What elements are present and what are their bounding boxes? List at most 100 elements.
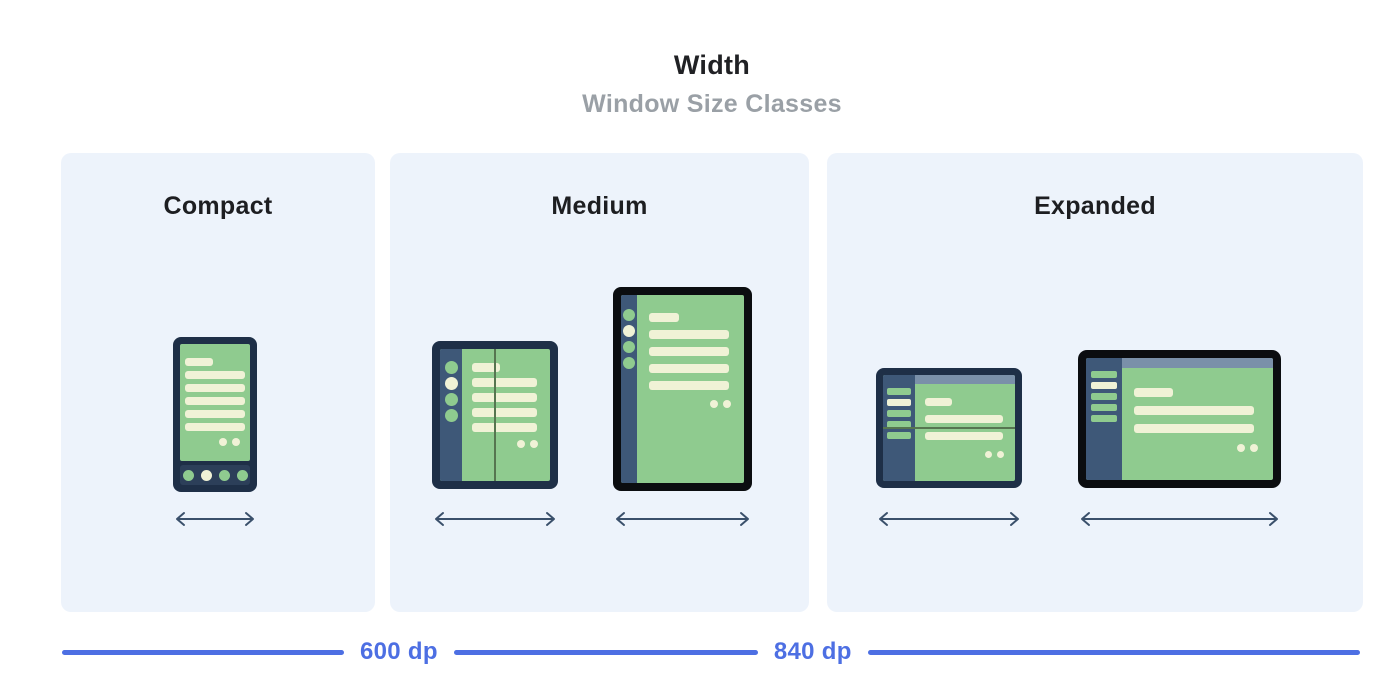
breakpoint-axis: 600 dp 840 dp bbox=[62, 638, 1360, 666]
nav-rail-item bbox=[623, 357, 635, 369]
app-topbar bbox=[915, 375, 1015, 384]
content-line bbox=[1134, 406, 1254, 415]
nav-rail bbox=[1086, 358, 1122, 480]
device-main bbox=[637, 295, 744, 483]
nav-rail-item bbox=[1091, 382, 1117, 389]
nav-rail-item bbox=[444, 377, 458, 390]
nav-dot bbox=[182, 469, 194, 481]
foldable-landscape-illustration bbox=[876, 368, 1022, 488]
figure-header: Width Window Size Classes bbox=[61, 50, 1363, 119]
nav-dot bbox=[200, 469, 212, 481]
figure-subtitle: Window Size Classes bbox=[582, 90, 842, 118]
axis-label-600dp: 600 dp bbox=[360, 638, 438, 665]
content-dot bbox=[530, 440, 538, 448]
content-dot bbox=[232, 438, 240, 446]
screen-content bbox=[915, 384, 1015, 481]
nav-rail-item bbox=[1091, 371, 1117, 378]
content-dot bbox=[219, 438, 227, 446]
axis-line-segment bbox=[62, 649, 344, 655]
screen-content bbox=[180, 344, 250, 461]
width-arrow-icon bbox=[432, 511, 558, 527]
nav-rail-item bbox=[444, 409, 458, 422]
nav-bar bbox=[180, 465, 250, 485]
content-line bbox=[925, 415, 1004, 423]
axis-label-840dp: 840 dp bbox=[773, 638, 852, 665]
panel-expanded: Expanded bbox=[827, 153, 1363, 612]
content-dots bbox=[472, 440, 543, 448]
content-line bbox=[472, 408, 538, 417]
content-title-line bbox=[649, 313, 679, 322]
content-line bbox=[185, 371, 245, 379]
content-line bbox=[1134, 424, 1254, 433]
content-title-line bbox=[1134, 388, 1173, 397]
content-line bbox=[185, 384, 245, 392]
content-dot bbox=[710, 400, 718, 408]
nav-rail-item bbox=[623, 309, 635, 321]
content-title-line bbox=[925, 398, 952, 406]
content-dot bbox=[723, 400, 731, 408]
content-dot bbox=[997, 451, 1004, 458]
content-line bbox=[649, 381, 730, 390]
content-line bbox=[925, 432, 1004, 440]
panel-title-compact: Compact bbox=[163, 192, 273, 220]
content-dots bbox=[649, 400, 736, 408]
panel-title-medium: Medium bbox=[551, 192, 648, 220]
phone-illustration bbox=[173, 337, 257, 492]
figure-title: Width bbox=[673, 50, 751, 80]
content-line bbox=[472, 393, 538, 402]
nav-rail-item bbox=[887, 388, 911, 395]
content-dot bbox=[1250, 444, 1258, 452]
nav-rail-item bbox=[1091, 415, 1117, 422]
nav-dot bbox=[236, 469, 248, 481]
foldable-portrait-illustration bbox=[432, 341, 558, 489]
nav-rail-item bbox=[623, 325, 635, 337]
screen-content bbox=[637, 295, 744, 483]
device-main bbox=[915, 375, 1015, 481]
device-main bbox=[462, 349, 550, 481]
width-arrow-icon bbox=[1078, 511, 1281, 527]
content-line bbox=[649, 330, 730, 339]
tablet-landscape-illustration bbox=[1078, 350, 1281, 488]
content-dot bbox=[985, 451, 992, 458]
nav-rail-item bbox=[887, 432, 911, 439]
tablet-portrait-illustration bbox=[613, 287, 752, 491]
device-screen bbox=[180, 344, 250, 461]
nav-rail-item bbox=[1091, 404, 1117, 411]
axis-line-segment bbox=[453, 649, 758, 655]
content-line bbox=[649, 364, 730, 373]
device-screen bbox=[883, 375, 1015, 481]
device-screen bbox=[1086, 358, 1273, 480]
content-dot bbox=[517, 440, 525, 448]
nav-rail-item bbox=[887, 421, 911, 428]
width-arrow-icon bbox=[613, 511, 752, 527]
content-line bbox=[649, 347, 730, 356]
content-line bbox=[472, 378, 538, 387]
width-arrow-icon bbox=[876, 511, 1022, 527]
content-title-line bbox=[472, 363, 501, 372]
screen-content bbox=[1122, 368, 1273, 480]
nav-rail-item bbox=[623, 341, 635, 353]
content-line bbox=[472, 423, 538, 432]
content-line bbox=[185, 397, 245, 405]
content-title-line bbox=[185, 358, 213, 366]
content-dots bbox=[1134, 444, 1263, 452]
panel-medium: Medium bbox=[390, 153, 809, 612]
device-main bbox=[1122, 358, 1273, 480]
nav-rail-item bbox=[444, 361, 458, 374]
app-topbar bbox=[1122, 358, 1273, 368]
axis-line-segment bbox=[867, 649, 1360, 655]
nav-rail bbox=[621, 295, 637, 483]
panel-compact: Compact bbox=[61, 153, 375, 612]
content-line bbox=[185, 423, 245, 431]
fold-line bbox=[883, 427, 1015, 429]
fold-line bbox=[494, 349, 496, 481]
nav-dot bbox=[218, 469, 230, 481]
device-screen bbox=[440, 349, 550, 481]
content-dots bbox=[925, 451, 1009, 458]
content-dots bbox=[185, 438, 245, 446]
nav-rail bbox=[440, 349, 462, 481]
screen-content bbox=[462, 349, 550, 481]
nav-rail-item bbox=[887, 399, 911, 406]
nav-rail-item bbox=[887, 410, 911, 417]
